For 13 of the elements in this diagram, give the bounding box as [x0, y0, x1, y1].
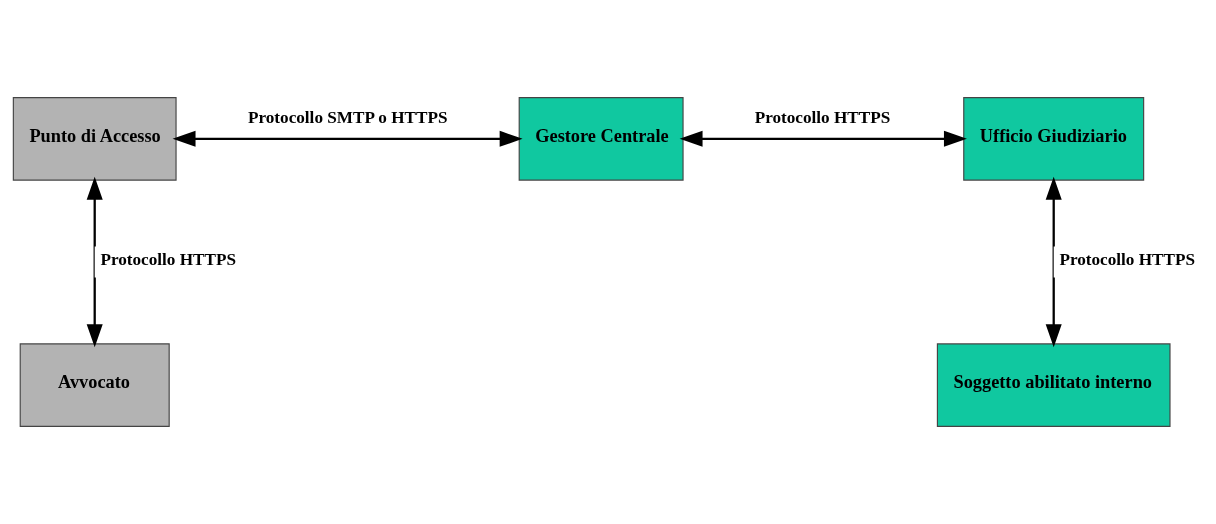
edge-label: Protocollo HTTPS [754, 108, 891, 128]
edge-label: Protocollo SMTP o HTTPS [247, 108, 448, 128]
node-box: Gestore Centrale [518, 97, 684, 181]
node-box: Ufficio Giudiziario [963, 97, 1145, 181]
arrow [172, 130, 523, 147]
node-box: Soggetto abilitato interno [936, 343, 1171, 427]
edge-label: Protocollo HTTPS [100, 250, 237, 270]
edge-label: Protocollo HTTPS [1059, 250, 1196, 270]
arrow [679, 130, 967, 147]
node-box: Punto di Accesso [12, 97, 177, 181]
arrow [86, 176, 103, 348]
arrow [1045, 176, 1062, 348]
node-box: Avvocato [19, 343, 170, 427]
